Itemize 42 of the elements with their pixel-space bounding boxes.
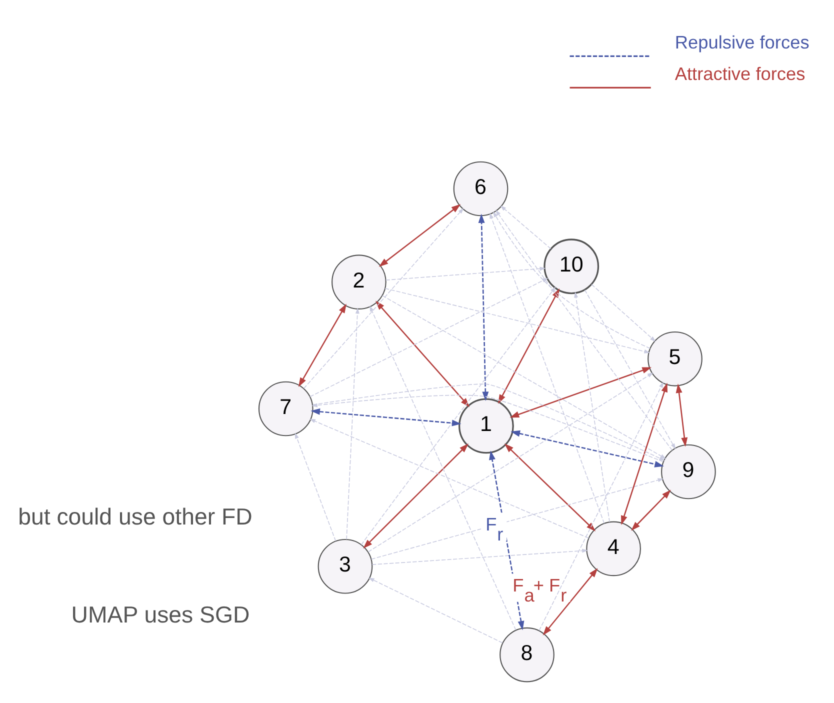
arrow (510, 366, 652, 418)
arrow (495, 209, 673, 450)
arrow (498, 288, 560, 404)
arrow (584, 289, 676, 449)
arrow (490, 212, 605, 524)
arrow (303, 207, 464, 388)
arrow (368, 577, 503, 643)
arrow (542, 568, 598, 635)
arrow (478, 213, 489, 400)
arrow (372, 548, 588, 564)
arrow (676, 383, 688, 446)
arrow (621, 382, 668, 525)
label: but could use other FD (18, 503, 252, 530)
arrow (310, 418, 590, 538)
arrow (368, 372, 654, 552)
legend-label: Repulsive forces (674, 32, 810, 52)
arrow (493, 210, 650, 348)
arrow (312, 394, 664, 462)
arrow (378, 204, 461, 266)
arrow (298, 303, 346, 386)
arrow (370, 305, 516, 630)
label: UMAP uses SGD (71, 601, 250, 628)
arrow (631, 489, 671, 530)
arrow (294, 432, 336, 541)
arrow (310, 408, 462, 426)
arrow (376, 300, 470, 407)
arrow (504, 442, 596, 531)
arrow (346, 307, 360, 540)
arrow (574, 291, 610, 522)
arrow (538, 381, 664, 630)
arrow (510, 430, 664, 467)
arrow (384, 288, 650, 353)
arrow (363, 443, 469, 548)
legend-label: Attractive forces (674, 63, 806, 84)
arrow (591, 284, 656, 342)
arrow (312, 383, 666, 460)
arrow (382, 294, 666, 458)
node-circle: 7 (258, 380, 314, 436)
arrow (370, 478, 664, 560)
arrow (385, 266, 546, 280)
arrow (310, 277, 548, 397)
arrow (500, 204, 552, 249)
